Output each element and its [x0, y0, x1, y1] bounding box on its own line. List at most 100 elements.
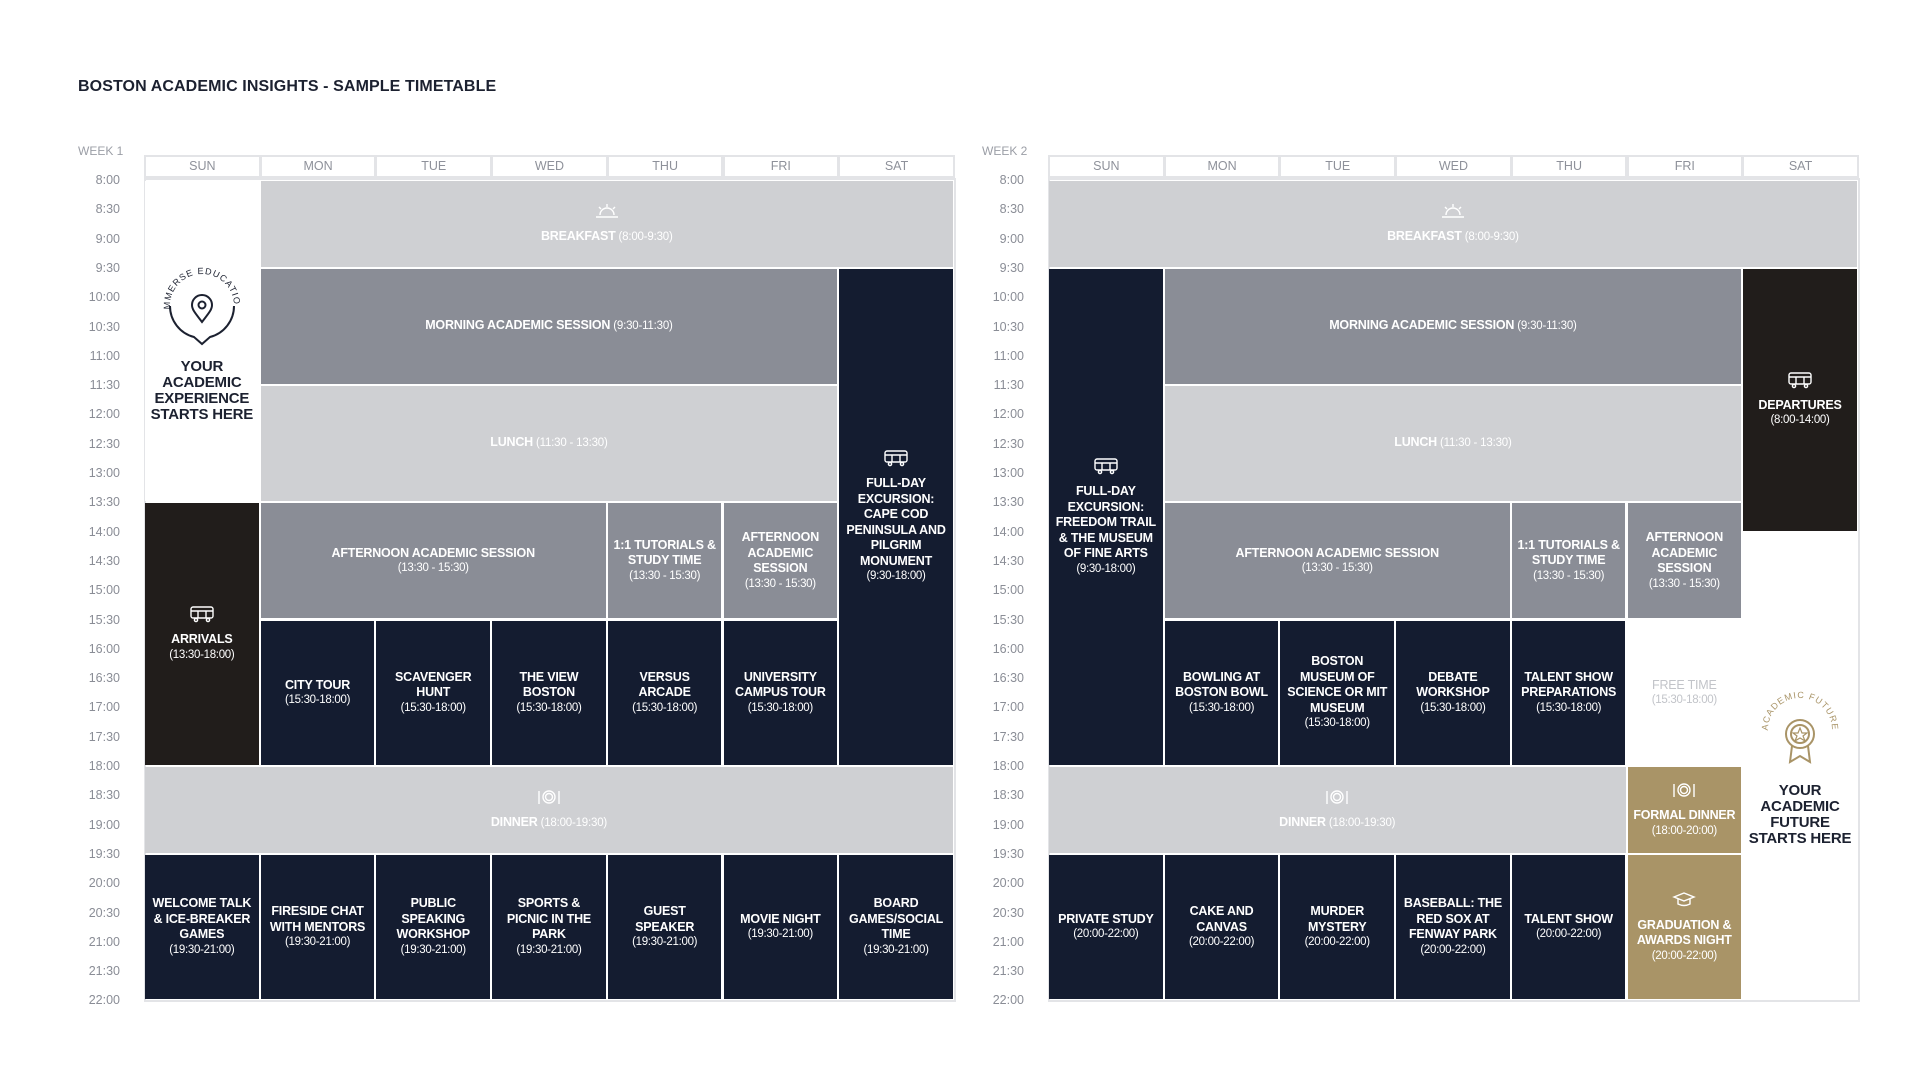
event-full-day-excursion[interactable]: FULL-DAY EXCURSION: CAPE COD PENINSULA A… [839, 268, 953, 765]
event-talent-show-preparations[interactable]: TALENT SHOW PREPARATIONS(15:30-18:00) [1511, 620, 1626, 765]
event-museum-of-science[interactable]: BOSTON MUSEUM OF SCIENCE OR MIT MUSEUM(1… [1280, 620, 1395, 765]
event-title: DINNER [490, 815, 538, 830]
event-baseball[interactable]: BASEBALL: THE RED SOX AT FENWAY PARK(20:… [1396, 854, 1510, 1000]
event-full-day-excursion[interactable]: FULL-DAY EXCURSION: FREEDOM TRAIL & THE … [1049, 268, 1163, 765]
event-tutorials-study-time[interactable]: 1:1 TUTORIALS & STUDY TIME(13:30 - 15:30… [607, 503, 722, 619]
event-time: (8:00-14:00) [1770, 414, 1830, 427]
time-label: 11:00 [89, 348, 120, 363]
event-morning-academic-session[interactable]: MORNING ACADEMIC SESSION (9:30-11:30) [1164, 268, 1742, 385]
event-movie-night[interactable]: MOVIE NIGHT(19:30-21:00) [723, 854, 838, 1000]
event-title: DEPARTURES [1758, 397, 1842, 412]
day-header-sat: SAT [1742, 155, 1859, 178]
event-time: (15:30-18:00) [400, 701, 466, 714]
time-label: 18:30 [88, 788, 120, 803]
event-board-games[interactable]: BOARD GAMES/SOCIAL TIME(19:30-21:00) [839, 854, 953, 1000]
event-debate-workshop[interactable]: DEBATE WORKSHOP(15:30-18:00) [1396, 620, 1510, 765]
event-afternoon-academic-session-fri[interactable]: AFTERNOON ACADEMIC SESSION(13:30 - 15:30… [723, 503, 838, 619]
event-title: VERSUS ARCADE [638, 669, 691, 700]
graduation-cap-icon [1671, 891, 1697, 914]
event-title: MORNING ACADEMIC SESSION [1329, 318, 1515, 333]
event-departures[interactable]: DEPARTURES (8:00-14:00) [1743, 268, 1857, 531]
event-sports-picnic[interactable]: SPORTS & PICNIC IN THE PARK(19:30-21:00) [492, 854, 606, 1000]
time-label: 17:00 [992, 700, 1024, 715]
event-afternoon-academic-session-fri[interactable]: AFTERNOON ACADEMIC SESSION(13:30 - 15:30… [1627, 503, 1742, 619]
event-time: (19:30-21:00) [169, 943, 235, 956]
event-title: DINNER [1279, 815, 1326, 830]
time-label: 21:00 [88, 934, 120, 949]
time-label: 20:00 [88, 876, 120, 891]
time-label: 9:30 [95, 260, 120, 275]
event-bowling[interactable]: BOWLING AT BOSTON BOWL(15:30-18:00) [1164, 620, 1279, 765]
event-title: AFTERNOON ACADEMIC SESSION [1235, 545, 1440, 560]
event-public-speaking-workshop[interactable]: PUBLIC SPEAKING WORKSHOP(19:30-21:00) [376, 854, 491, 1000]
day-header-mon: MON [259, 155, 377, 178]
time-label: 13:00 [992, 466, 1024, 480]
time-label: 16:30 [992, 671, 1024, 686]
event-graduation-awards-night[interactable]: GRADUATION & AWARDS NIGHT(20:00-22:00) [1627, 854, 1742, 1000]
event-tutorials-study-time[interactable]: 1:1 TUTORIALS & STUDY TIME(13:30 - 15:30… [1511, 503, 1626, 619]
event-time: (13:30 - 15:30) [1301, 562, 1373, 575]
time-label: 16:00 [992, 641, 1024, 656]
event-title-line: LUNCH (11:30 - 13:30) [1394, 435, 1512, 452]
time-label: 10:00 [992, 290, 1024, 305]
day-header-wed: WED [491, 155, 608, 178]
event-immerse-logo-block[interactable]: IMMERSE EDUCATIONYOUR ACADEMIC EXPERIENC… [145, 181, 259, 502]
event-lunch[interactable]: LUNCH (11:30 - 13:30) [260, 386, 838, 502]
event-title: TALENT SHOW [1524, 911, 1613, 926]
event-title: BOARD GAMES/SOCIAL TIME [848, 896, 944, 942]
week-label: WEEK 2 [982, 144, 1028, 158]
event-time: (11:30 - 13:30) [533, 437, 608, 450]
event-dinner[interactable]: DINNER (18:00-19:30) [145, 767, 953, 853]
event-murder-mystery[interactable]: MURDER MYSTERY(20:00-22:00) [1280, 854, 1395, 1000]
event-title: AFTERNOON ACADEMIC SESSION [331, 545, 536, 560]
time-label: 13:00 [88, 466, 120, 480]
event-morning-academic-session[interactable]: MORNING ACADEMIC SESSION (9:30-11:30) [260, 268, 838, 385]
event-dinner[interactable]: DINNER (18:00-19:30) [1049, 767, 1626, 853]
event-city-tour[interactable]: CITY TOUR(15:30-18:00) [260, 620, 375, 765]
day-header-sun: SUN [1048, 155, 1165, 178]
event-arrivals[interactable]: ARRIVALS(13:30-18:00) [145, 503, 259, 765]
time-label: 22:00 [992, 993, 1024, 1008]
event-welcome-talk[interactable]: WELCOME TALK & ICE-BREAKER GAMES(19:30-2… [145, 854, 259, 1000]
time-label: 21:30 [88, 964, 120, 979]
time-label: 19:00 [992, 817, 1024, 832]
event-afternoon-academic-session[interactable]: AFTERNOON ACADEMIC SESSION(13:30 - 15:30… [260, 503, 606, 619]
event-talent-show[interactable]: TALENT SHOW(20:00-22:00) [1511, 854, 1626, 1000]
event-breakfast[interactable]: BREAKFAST (8:00-9:30) [260, 181, 953, 267]
time-label: 17:30 [992, 729, 1024, 744]
event-free-time[interactable]: FREE TIME(15:30-18:00) [1627, 620, 1742, 765]
time-label: 21:30 [992, 964, 1024, 979]
event-cake-and-canvas[interactable]: CAKE AND CANVAS(20:00-22:00) [1164, 854, 1279, 1000]
event-lunch[interactable]: LUNCH (11:30 - 13:30) [1164, 386, 1742, 502]
time-label: 15:30 [992, 612, 1024, 627]
event-time: (13:30 - 15:30) [744, 577, 816, 590]
event-title: AFTERNOON ACADEMIC SESSION [1645, 530, 1724, 576]
event-fireside-chat[interactable]: FIRESIDE CHAT WITH MENTORS(19:30-21:00) [260, 854, 375, 1000]
time-label: 11:00 [993, 348, 1024, 363]
event-guest-speaker[interactable]: GUEST SPEAKER(19:30-21:00) [607, 854, 722, 1000]
event-university-campus-tour[interactable]: UNIVERSITY CAMPUS TOUR(15:30-18:00) [723, 620, 838, 765]
event-title: FULL-DAY EXCURSION: FREEDOM TRAIL & THE … [1055, 484, 1156, 561]
event-title-line: DINNER (18:00-19:30) [491, 815, 607, 832]
week-label: WEEK 1 [78, 144, 124, 158]
event-time: (15:30-18:00) [284, 694, 351, 706]
event-title: SPORTS & PICNIC IN THE PARK [506, 896, 592, 942]
event-the-view-boston[interactable]: THE VIEW BOSTON(15:30-18:00) [492, 620, 606, 765]
day-header-wed: WED [1395, 155, 1512, 178]
event-title: BASEBALL: THE RED SOX AT FENWAY PARK [1403, 896, 1502, 942]
time-label: 17:00 [88, 700, 120, 715]
event-time: (20:00-22:00) [1420, 943, 1486, 956]
event-afternoon-academic-session[interactable]: AFTERNOON ACADEMIC SESSION (13:30 - 15:30… [1164, 503, 1510, 619]
event-versus-arcade[interactable]: VERSUS ARCADE(15:30-18:00) [607, 620, 722, 765]
event-formal-dinner[interactable]: FORMAL DINNER(18:00-20:00) [1627, 767, 1742, 853]
event-scavenger-hunt[interactable]: SCAVENGER HUNT(15:30-18:00) [376, 620, 491, 765]
event-time: (20:00-22:00) [1304, 936, 1370, 949]
event-title: YOUR ACADEMIC EXPERIENCE STARTS HERE [150, 357, 254, 423]
event-breakfast[interactable]: BREAKFAST (8:00-9:30) [1049, 181, 1857, 267]
event-time: (11:30 - 13:30) [1437, 437, 1512, 450]
event-time: (15:30-18:00) [1536, 701, 1602, 714]
time-label: 11:30 [993, 378, 1024, 393]
event-title-line: MORNING ACADEMIC SESSION (9:30-11:30) [425, 318, 673, 335]
event-private-study[interactable]: PRIVATE STUDY(20:00-22:00) [1049, 854, 1163, 1000]
